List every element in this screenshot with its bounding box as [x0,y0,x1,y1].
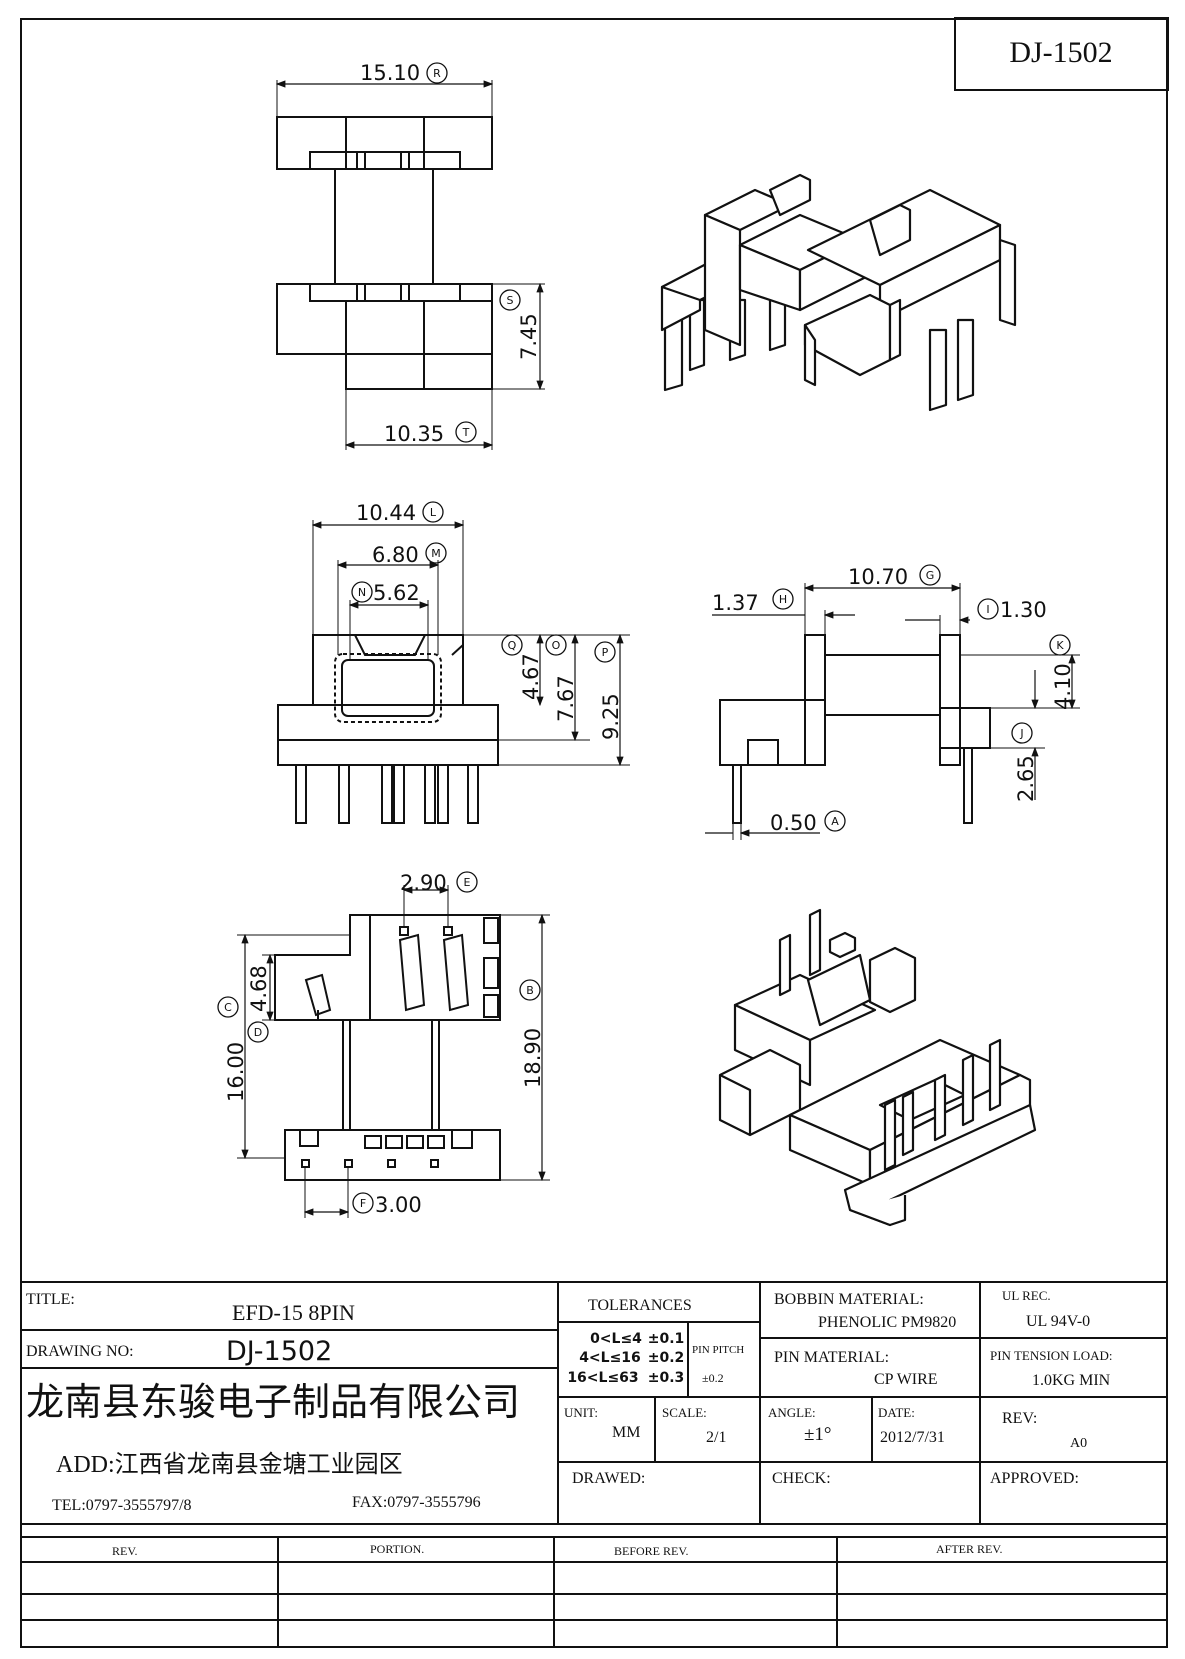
dim-front-inner: 6.80 [372,543,419,567]
pin-pitch-label: PIN PITCH [692,1344,744,1356]
dim-bot-pitch: 3.00 [375,1193,422,1217]
pin-tension-label: PIN TENSION LOAD: [990,1348,1113,1363]
tol-range-3: 16<L≤63 [567,1370,638,1386]
ref-bot-c: C [224,1001,232,1014]
company-fax: FAX:0797-3555796 [352,1494,481,1511]
ref-front-slot: N [358,586,366,599]
unit-label: UNIT: [564,1405,598,1420]
dim-bot-h-small: 4.68 [247,965,271,1012]
check-label: CHECK: [772,1470,831,1487]
dim-front-slot: 5.62 [373,581,420,605]
title-block-lines [20,1281,1168,1648]
ref-front-h3: P [602,646,609,659]
angle-label: ANGLE: [768,1405,816,1420]
tol-value-2: ±0.2 [648,1350,685,1366]
dim-top-height: 7.45 [517,313,541,360]
ref-front-h1: Q [508,639,517,652]
dim-bot-pitch-top: 2.90 [400,871,447,895]
ref-front-width: L [430,506,437,519]
company-name: 龙南县东骏电子制品有限公司 [26,1382,520,1424]
rev-label: REV: [1002,1410,1037,1427]
dim-front-h2: 7.67 [554,675,578,722]
tol-value-1: ±0.1 [648,1331,685,1347]
dim-top-base: 10.35 [384,422,444,446]
scale-value: 2/1 [706,1429,726,1446]
ref-side-span: G [926,569,935,582]
dim-side-flange: 1.37 [712,591,759,615]
ul-rec-label: UL REC. [1002,1288,1051,1303]
title-block: TITLE: EFD-15 8PIN DRAWING NO: DJ-1502 龙… [26,1288,1113,1514]
rev-col-header: REV. [112,1544,137,1558]
top-view [275,80,545,450]
ref-side-wall: I [986,603,989,616]
portion-col-header: PORTION. [370,1542,424,1556]
dim-bot-total: 18.90 [521,1028,545,1088]
scale-label: SCALE: [662,1405,707,1420]
pin-material-value: CP WIRE [874,1371,938,1388]
dim-front-h3: 9.25 [599,693,623,740]
company-tel: TEL:0797-3555797/8 [52,1497,192,1514]
isometric-view-top [660,173,1017,412]
approved-label: APPROVED: [990,1470,1079,1487]
ref-top-base: T [462,426,470,439]
ref-bot-pitch: F [360,1197,366,1210]
tolerances-label: TOLERANCES [588,1297,692,1314]
drawing-code: DJ-1502 [1009,36,1112,69]
dim-bot-len: 16.00 [224,1042,248,1102]
isometric-view-bottom [718,908,1037,1227]
bobbin-material-label: BOBBIN MATERIAL: [774,1291,924,1308]
pin-material-label: PIN MATERIAL: [774,1349,889,1366]
front-view [277,520,630,824]
drawing-frame [20,18,1168,1648]
dim-side-wall: 1.30 [1000,598,1047,622]
tol-range-2: 4<L≤16 [579,1350,641,1366]
dim-side-h2: 2.65 [1014,755,1038,802]
after-rev-col-header: AFTER REV. [936,1542,1002,1556]
ref-front-h2: O [552,639,561,652]
tol-range-1: 0<L≤4 [590,1331,642,1347]
ref-front-inner: M [431,547,441,560]
ref-side-h1: K [1056,639,1064,652]
ref-side-h2: J [1019,727,1023,740]
pin-tension-value: 1.0KG MIN [1032,1372,1111,1389]
dim-side-h1: 4.10 [1051,663,1075,710]
drawing-code-box: DJ-1502 [954,17,1169,91]
pin-pitch-value: ±0.2 [702,1371,724,1385]
unit-value: MM [612,1424,640,1441]
company-address: ADD:江西省龙南县金塘工业园区 [56,1451,403,1478]
ref-bot-pitch-top: E [464,876,471,889]
ref-bot-d: D [254,1026,262,1039]
rev-value: A0 [1070,1436,1087,1451]
bobbin-material-value: PHENOLIC PM9820 [818,1314,956,1331]
date-value: 2012/7/31 [880,1429,945,1446]
drawing-no-label: DRAWING NO: [26,1343,134,1360]
dim-front-h1: 4.67 [519,653,543,700]
title-value: EFD-15 8PIN [232,1300,355,1325]
ul-rec-value: UL 94V-0 [1026,1313,1090,1330]
side-view [705,583,1080,840]
ref-side-flange: H [779,593,787,606]
date-label: DATE: [878,1405,915,1420]
revision-table: REV. PORTION. BEFORE REV. AFTER REV. [112,1542,1002,1558]
bottom-view [237,885,550,1218]
title-label: TITLE: [26,1291,75,1308]
ref-top-height: S [507,294,514,307]
before-rev-col-header: BEFORE REV. [614,1544,688,1558]
dim-pin-dia: 0.50 [770,811,817,835]
tol-value-3: ±0.3 [648,1370,685,1386]
drawing-no-value: DJ-1502 [226,1336,332,1367]
angle-value: ±1° [804,1424,832,1445]
dim-front-width: 10.44 [356,501,416,525]
drawed-label: DRAWED: [572,1470,645,1487]
dim-side-span: 10.70 [848,565,908,589]
ref-top-width: R [433,67,441,80]
ref-pin-dia: A [831,815,839,828]
dim-top-width: 15.10 [360,61,420,85]
ref-bot-total: B [526,984,534,997]
